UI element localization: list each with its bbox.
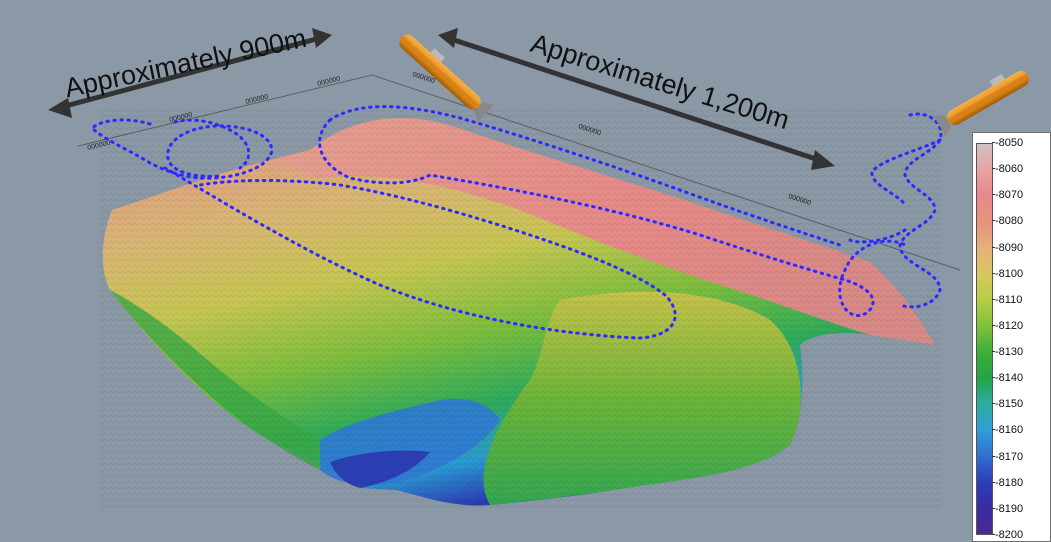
colorbar-tick-label: -8060 xyxy=(991,163,1024,176)
colorbar-tick-label: -8140 xyxy=(991,372,1024,385)
underwater-vehicle-icon xyxy=(933,71,1029,137)
distance-arrow-left xyxy=(48,28,332,118)
colorbar-tick-label: -8130 xyxy=(991,346,1024,359)
colorbar-tick-label: -8070 xyxy=(991,189,1024,202)
colorbar-tick-label: -8090 xyxy=(991,241,1024,254)
svg-text:000000: 000000 xyxy=(317,75,341,87)
colorbar-tick-label: -8080 xyxy=(991,215,1024,228)
underwater-vehicle-icon xyxy=(399,34,495,123)
vehicle-track xyxy=(89,105,943,340)
colorbar-tick-label: -8120 xyxy=(991,319,1024,332)
colorbar-tick-label: -8170 xyxy=(991,450,1024,463)
colorbar-tick-label: -8200 xyxy=(991,529,1024,541)
distance-arrow-right xyxy=(438,28,835,170)
colorbar-tick-label: -8150 xyxy=(991,398,1024,411)
colorbar-tick-label: -8050 xyxy=(991,137,1024,149)
depth-colorbar: -8050 -8060 -8070 -8080 -8090 -8100 -8110 -8120… xyxy=(972,132,1051,542)
colorbar-tick-label: -8110 xyxy=(991,293,1023,306)
svg-text:000000: 000000 xyxy=(245,93,269,105)
colorbar-gradient xyxy=(976,143,993,535)
terrain-surface xyxy=(100,110,940,510)
colorbar-tick-label: -8190 xyxy=(991,502,1024,515)
colorbar-tick-label: -8100 xyxy=(991,267,1024,280)
colorbar-tick-label: -8160 xyxy=(991,424,1024,437)
colorbar-tick-label: -8180 xyxy=(991,476,1024,489)
